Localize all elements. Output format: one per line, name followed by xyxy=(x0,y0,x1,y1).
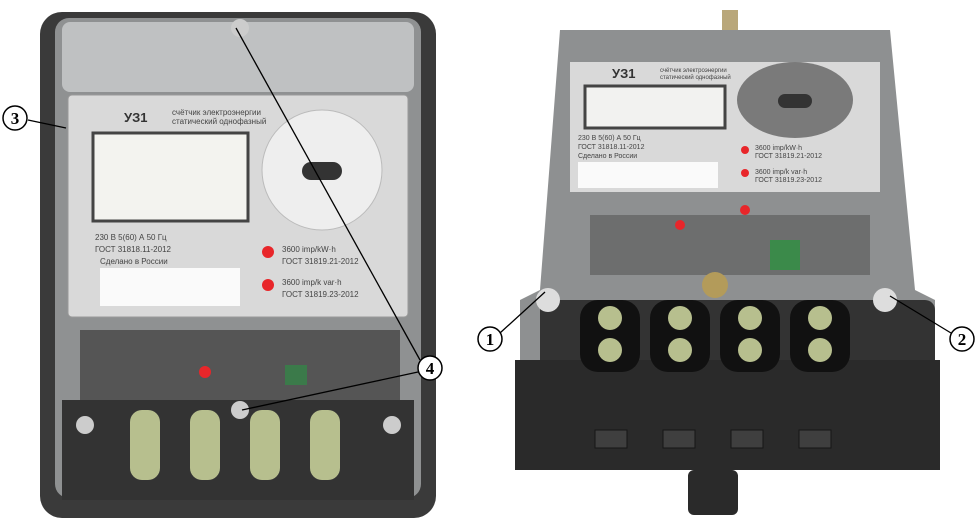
origin-text: Сделано в России xyxy=(578,153,637,160)
led2-rate: 3600 imp/k var·h xyxy=(282,278,342,287)
lcd-display xyxy=(91,131,250,223)
rating-text: 230 В 5(60) А 50 Гц xyxy=(578,135,641,142)
callout-4: 4 xyxy=(417,355,443,381)
led2-standard: ГОСТ 31819.23-2012 xyxy=(755,177,822,184)
led1-rate: 3600 imp/kW·h xyxy=(755,145,802,152)
lcd-display xyxy=(583,84,727,130)
led1-standard: ГОСТ 31819.21-2012 xyxy=(282,257,359,266)
seal-screw xyxy=(231,19,249,37)
svg-text:4: 4 xyxy=(426,359,435,378)
origin-text: Сделано в России xyxy=(100,257,168,266)
seal-screw xyxy=(536,288,560,312)
led1-standard: ГОСТ 31819.21-2012 xyxy=(755,153,822,160)
callout-1: 1 xyxy=(477,326,503,352)
description: счётчик электроэнергии xyxy=(660,68,727,74)
leader-lines xyxy=(27,27,952,411)
model-label: УЗ1 xyxy=(124,110,147,125)
callout-3: 3 xyxy=(2,105,28,131)
seal-screw xyxy=(231,401,249,419)
label-area xyxy=(100,268,240,306)
meter-perspective-view: УЗ1 счётчик электроэнергии статический о… xyxy=(515,10,940,515)
svg-text:2: 2 xyxy=(958,330,967,349)
led-indicator xyxy=(262,279,274,291)
svg-text:3: 3 xyxy=(11,109,20,128)
rating-text: 230 В 5(60) А 50 Гц xyxy=(95,233,167,242)
seal-screw xyxy=(873,288,897,312)
terminal-block xyxy=(580,300,850,449)
led-indicator xyxy=(262,246,274,258)
description: статический однофазный xyxy=(660,74,731,81)
led2-rate: 3600 imp/k var·h xyxy=(755,169,807,176)
svg-text:1: 1 xyxy=(486,330,495,349)
led2-standard: ГОСТ 31819.23-2012 xyxy=(282,290,359,299)
standard-text: ГОСТ 31818.11-2012 xyxy=(95,245,172,254)
description: статический однофазный xyxy=(172,117,266,126)
meter-front-view: УЗ1 счётчик электроэнергии статический о… xyxy=(40,12,436,518)
standard-text: ГОСТ 31818.11-2012 xyxy=(578,144,645,151)
led1-rate: 3600 imp/kW·h xyxy=(282,245,336,254)
model-label: УЗ1 xyxy=(612,66,635,81)
callout-2: 2 xyxy=(949,326,975,352)
description: счётчик электроэнергии xyxy=(172,108,261,117)
